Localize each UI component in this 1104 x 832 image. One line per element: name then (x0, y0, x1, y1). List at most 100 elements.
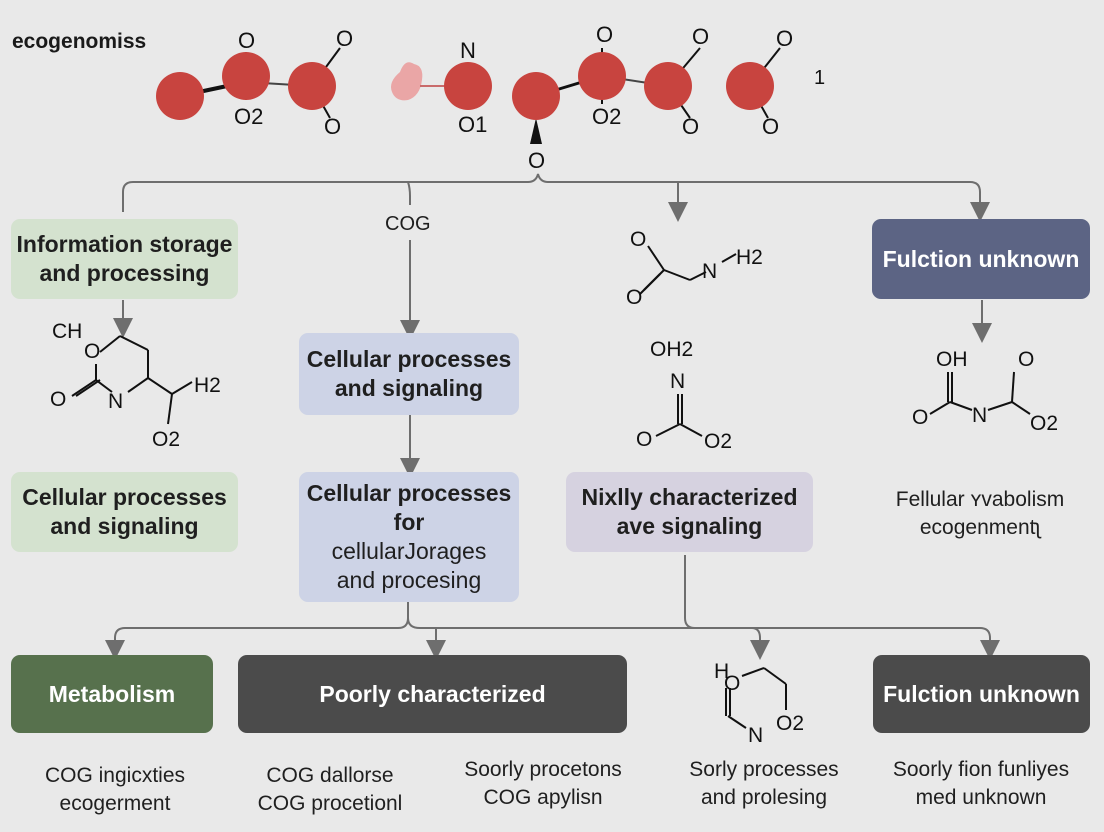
mol-d-top: O (692, 24, 709, 49)
cellular-mid-line1: Cellular processes (306, 346, 512, 372)
cellular-left-box[interactable]: Cellular processes and signaling (11, 472, 238, 552)
mol-d-bottom: O (682, 114, 699, 139)
caption-3: Soorly procetons COG apylisn (436, 756, 650, 812)
mol-b-bottom: O (324, 114, 341, 139)
struct-amide-n: N (702, 260, 717, 283)
atom-5 (578, 52, 626, 100)
struct-ring-n: N (748, 724, 763, 747)
caption-2-line1: COG dallorse (266, 764, 394, 787)
mol-c-bottom: O2 (592, 104, 621, 129)
struct-right-n: N (972, 404, 987, 427)
cellular-for-line4: and procesing (336, 567, 482, 593)
cellular-for-line1: Cellular processes (306, 480, 512, 506)
mol-n: N (460, 38, 476, 63)
struct-right-o2: O2 (1030, 412, 1058, 435)
cellular-left-line1: Cellular processes (22, 484, 227, 510)
info-storage-box[interactable]: Information storage and processing (11, 219, 238, 299)
atom-3 (288, 62, 336, 110)
function-unknown-bottom-box[interactable]: Fulction unknown (873, 655, 1090, 733)
nixlly-line2: ave signaling (616, 513, 763, 539)
nixlly-line1: Nixlly characterized (581, 484, 798, 510)
struct-amide-o: O (630, 228, 646, 251)
struct-nitro (655, 394, 703, 437)
right-caption: Fellular ʏvabolism ecogenmentʅ (870, 486, 1090, 542)
atom-2 (222, 52, 270, 100)
mol-number: 1 (814, 67, 825, 89)
cog-label: COG (385, 213, 431, 235)
cellular-left-line2: and signaling (50, 513, 199, 539)
struct-ring-bottom (725, 667, 787, 729)
caption-1: COG ingicxties ecogerment (10, 762, 220, 818)
mol-o1: O1 (458, 112, 487, 137)
struct-right-oh: OH (936, 348, 968, 371)
struct-amide-o2: O (626, 286, 642, 309)
mol-a-top: O (238, 28, 255, 53)
poorly-characterized-label: Poorly characterized (319, 680, 546, 707)
mol-e-bottom: O (762, 114, 779, 139)
atom-4 (512, 72, 560, 120)
caption-3-line1: Soorly procetons (464, 758, 622, 781)
struct-left (71, 335, 193, 425)
mol-b-top: O (336, 26, 353, 51)
struct-left-o2: O2 (152, 428, 180, 451)
mol-o-pivot: O (528, 148, 545, 173)
molecule-chain (156, 47, 781, 144)
metabolism-box[interactable]: Metabolism (11, 655, 213, 733)
caption-3-line2: COG apylisn (483, 786, 603, 809)
diagram-title: ecogenomiss (12, 30, 147, 53)
struct-right-o-small: O (1018, 348, 1034, 371)
struct-left-o-ring: O (84, 340, 100, 363)
caption-2: COG dallorse COG procetionl (230, 762, 430, 818)
caption-4: Sorly processes and prolesing (664, 756, 864, 812)
cellular-mid-line2: and signaling (334, 375, 484, 401)
function-unknown-top-box[interactable]: Fulction unknown (872, 219, 1090, 299)
atom-1 (156, 72, 204, 120)
mol-c-top: O (596, 22, 613, 47)
caption-4-line2: and prolesing (700, 786, 828, 809)
caption-5-line1: Soorly fion funliyes (892, 758, 1070, 781)
struct-left-h2: H2 (194, 374, 221, 397)
pink-lobe (391, 62, 423, 101)
cellular-for-line3: cellularJorages (331, 538, 487, 564)
function-unknown-bottom-label: Fulction unknown (883, 680, 1080, 707)
atom-7 (726, 62, 774, 110)
cellular-for-box[interactable]: Cellular processes for cellularJorages a… (299, 472, 519, 602)
cellular-for-line2: for (393, 509, 425, 535)
nixlly-box[interactable]: Nixlly characterized ave signaling (566, 472, 813, 552)
struct-nitro-o2: O2 (704, 430, 732, 453)
function-unknown-top-label: Fulction unknown (882, 245, 1080, 272)
struct-ring-o: O (724, 672, 740, 695)
caption-1-line1: COG ingicxties (44, 764, 186, 787)
caption-1-line2: ecogerment (59, 792, 171, 815)
caption-2-line2: COG procetionl (257, 792, 403, 815)
metabolism-label: Metabolism (48, 680, 176, 707)
caption-4-line1: Sorly processes (689, 758, 839, 781)
top-connector-tree (113, 173, 992, 478)
cellular-mid-box[interactable]: Cellular processes and signaling (299, 333, 519, 415)
poorly-characterized-box[interactable]: Poorly characterized (238, 655, 627, 733)
info-storage-line2: and processing (39, 260, 210, 286)
struct-right (929, 371, 1031, 415)
struct-ring-o2: O2 (776, 712, 804, 735)
bottom-connector-tree (105, 555, 1000, 660)
struct-left-o: O (50, 388, 66, 411)
right-caption-line2: ecogenmentʅ (919, 516, 1041, 539)
struct-nitro-o: O (636, 428, 652, 451)
info-storage-line1: Information storage (16, 231, 233, 257)
struct-nitro-n: N (670, 370, 685, 393)
mol-a-bottom: O2 (234, 104, 263, 129)
struct-left-n: N (108, 390, 123, 413)
atom-n (444, 62, 492, 110)
caption-5-line2: med unknown (915, 786, 1047, 809)
struct-amide-h2: H2 (736, 246, 763, 269)
struct-right-o: O (912, 406, 928, 429)
struct-nitro-oh2: OH2 (650, 338, 693, 361)
struct-left-ch: CH (52, 320, 82, 343)
caption-5: Soorly fion funliyes med unknown (872, 756, 1090, 812)
right-caption-line1: Fellular ʏvabolism (895, 488, 1065, 511)
struct-ring-h: H (714, 660, 729, 683)
atom-6 (644, 62, 692, 110)
struct-amide (639, 245, 737, 295)
